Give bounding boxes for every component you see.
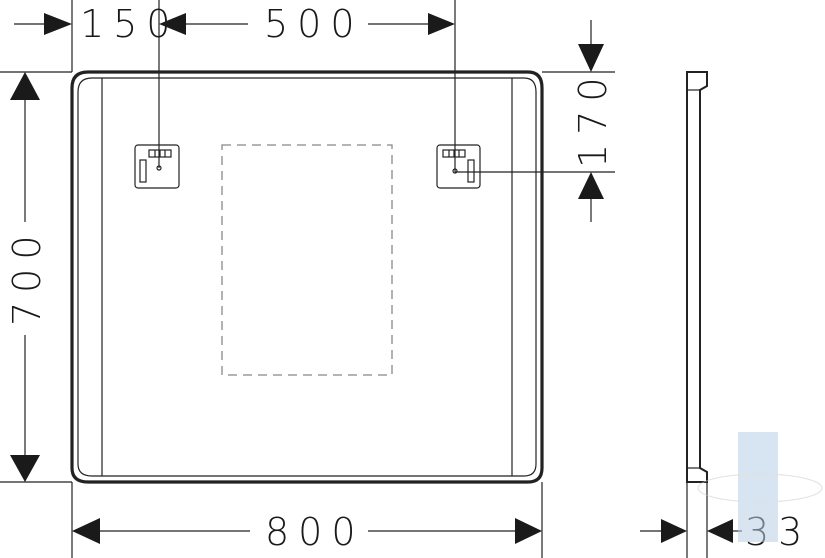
mirror-inner-frame <box>77 77 537 477</box>
left-mounting-bracket <box>134 144 180 189</box>
dimension-150: 150 <box>14 2 186 46</box>
mirror-side-view <box>686 71 708 483</box>
dimension-800: 800 <box>72 510 542 554</box>
dimension-33: 33 <box>640 510 802 554</box>
dimension-170: 170 <box>571 20 615 222</box>
watermark-logo <box>697 432 823 542</box>
mirror-front-view <box>70 70 544 484</box>
dimension-700-label: 700 <box>5 226 49 326</box>
dimension-500: 500 <box>186 2 455 46</box>
center-dashed-area <box>221 144 393 376</box>
dimension-700: 700 <box>5 72 49 482</box>
dimension-500-label: 500 <box>264 2 364 46</box>
side-profile <box>686 71 708 483</box>
extension-lines <box>0 0 708 558</box>
dimension-150-label: 150 <box>80 2 180 46</box>
mirror-outer-frame <box>70 70 544 484</box>
dimension-800-label: 800 <box>265 510 365 554</box>
dimension-170-label: 170 <box>571 68 615 168</box>
right-mounting-bracket <box>436 144 481 189</box>
